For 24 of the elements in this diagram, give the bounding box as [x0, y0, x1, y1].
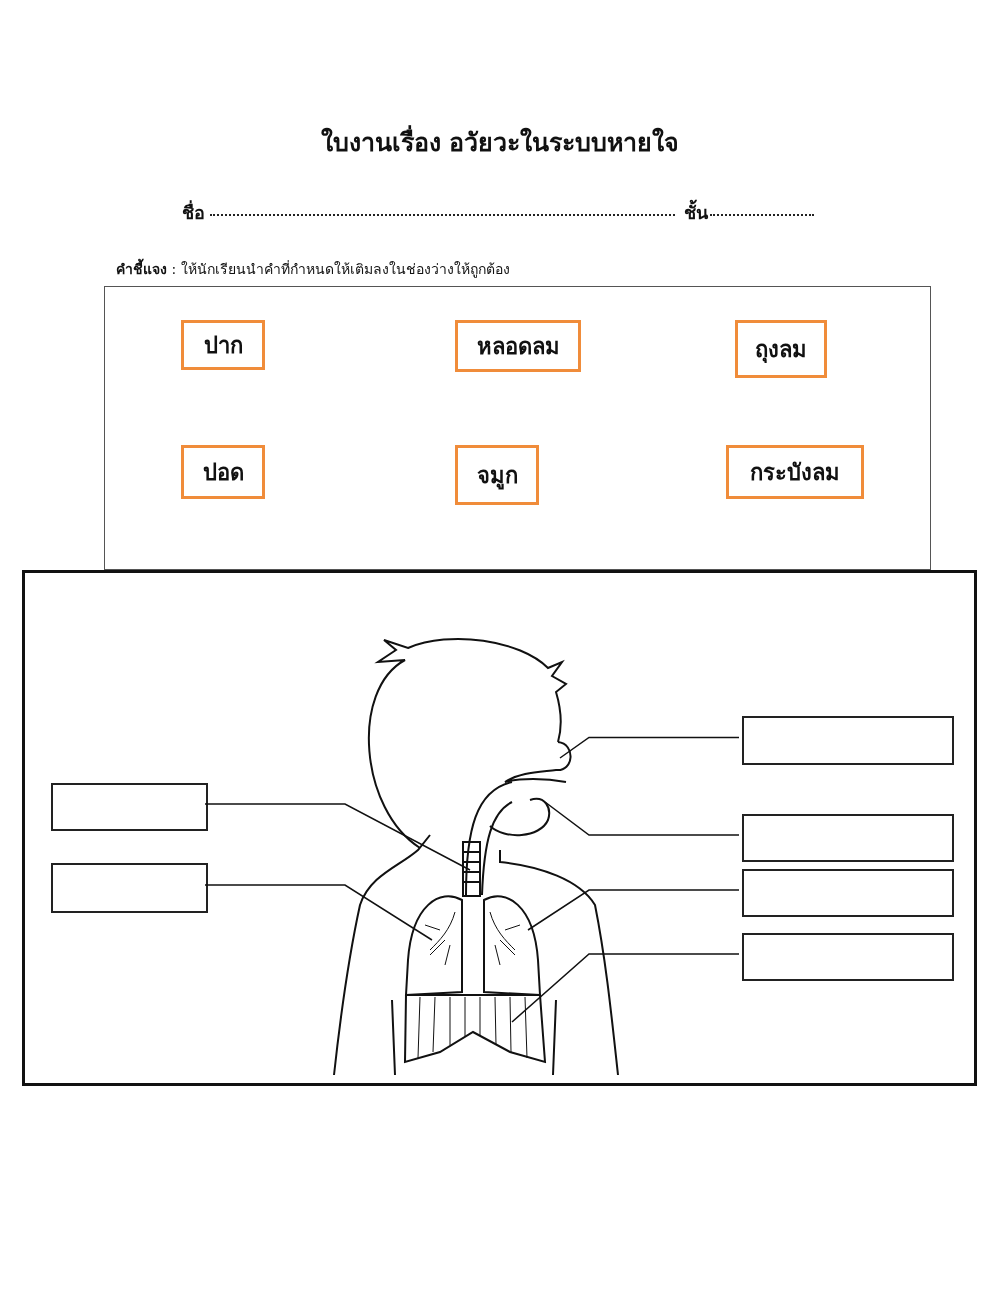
leader-line — [204, 884, 433, 941]
field-label: ชื่อ — [182, 199, 205, 225]
word-bank-panel — [104, 286, 931, 570]
leader-line — [511, 953, 740, 1023]
leader-line — [559, 736, 740, 759]
answer-box — [51, 783, 208, 831]
leader-line — [544, 801, 740, 836]
answer-box — [51, 863, 208, 913]
answer-box — [742, 933, 954, 981]
leader-line — [527, 889, 740, 931]
answer-box — [742, 716, 954, 765]
leader-line — [204, 803, 471, 871]
answer-box — [742, 869, 954, 917]
answer-box — [742, 814, 954, 862]
word-card: กระบังลม — [726, 445, 864, 499]
field-label: ชั้น — [684, 198, 708, 227]
worksheet-title: ใบงานเรื่อง อวัยวะในระบบหายใจ — [0, 122, 1000, 162]
word-card: ปาก — [181, 320, 265, 370]
word-card: ถุงลม — [735, 320, 827, 378]
instruction-text: คำชี้แจง : ให้นักเรียนนำคำที่กำหนดให้เติมลงในช่องว่างให้ถูกต้อง — [116, 258, 510, 280]
diagram-panel — [22, 570, 977, 1086]
word-card: ปอด — [181, 445, 265, 499]
word-card: หลอดลม — [455, 320, 581, 372]
word-card: จมูก — [455, 445, 539, 505]
